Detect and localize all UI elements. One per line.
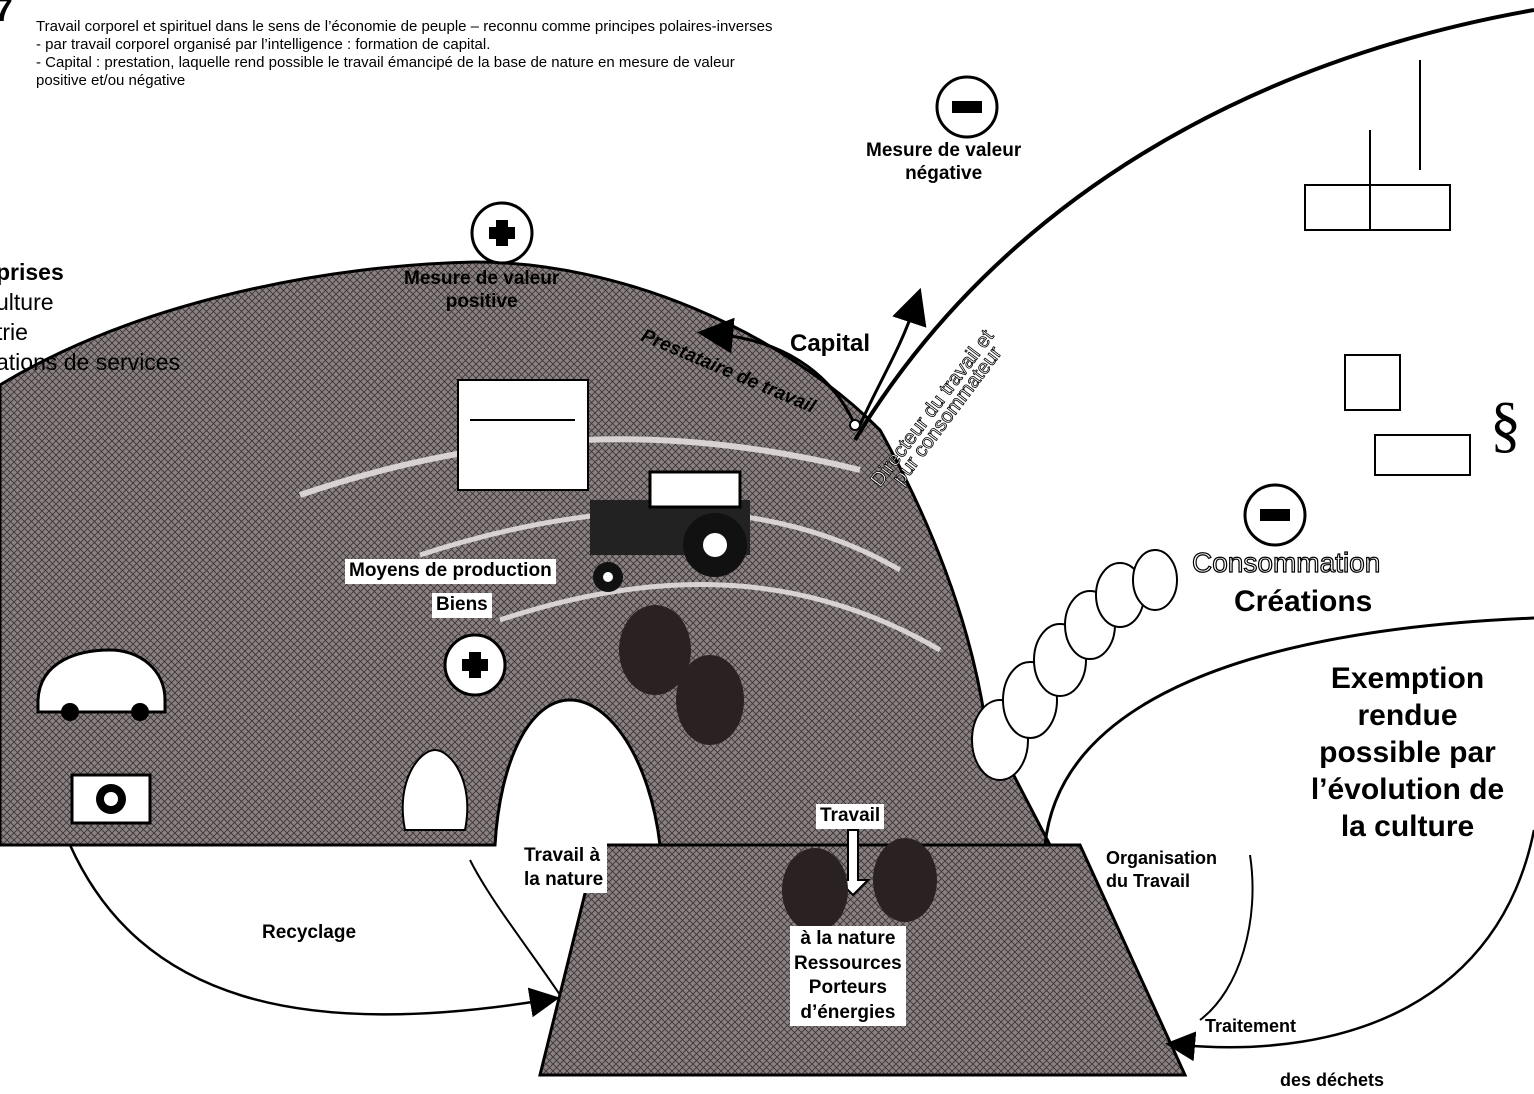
minus-circle-right [1243,483,1307,547]
measure-positive-label: Mesure de valeur positive [404,268,559,314]
means-of-production-label: Moyens de production [345,559,556,584]
sector-item: trie [0,319,28,345]
intro-line: positive et/ou négative [36,72,186,89]
exemption-line: la culture [1340,810,1475,843]
sector-item: ulture [0,289,54,315]
measure-positive-line: positive [445,290,518,312]
exemption-line: possible par [1319,736,1496,769]
exemption-label: Exemption rendue possible par l’évolutio… [1300,660,1515,845]
recycling-label: Recyclage [262,922,357,943]
resources-label: à la nature Ressources Porteurs d’énergi… [790,926,906,1026]
capital-origin-dot [849,419,861,431]
tractor-icon [590,470,750,592]
work-label: Travail [816,804,885,829]
resources-line: d’énergies [800,1001,896,1023]
lower-exemption-arch [1043,616,1534,846]
resources-line: à la nature [800,928,896,949]
upper-consumption-arch [853,8,1534,442]
production-dome [0,260,1053,847]
beehive-icon [401,748,469,831]
sectors-title: prises [0,259,64,285]
resources-line: Ressources [794,952,902,974]
work-nature-label: Travail à la nature [520,843,608,893]
intro-line: - par travail corporel organisé par l’in… [36,36,491,53]
teaching-scene-icon [1344,354,1471,476]
creations-label: Créations [1234,585,1373,618]
consumption-label: Consommation [1191,546,1381,578]
goods-label: Biens [432,593,492,618]
work-nature-line: Travail à [524,845,601,866]
intro-line: - Capital : prestation, laquelle rend po… [36,54,735,71]
organisation-line: du Travail [1106,871,1191,891]
waste-treatment-label: Traitement [1205,1016,1297,1036]
waste-bags-icon [619,605,937,932]
consumption-bags-icon [971,549,1178,781]
recycling-arrow [68,844,560,1018]
capital-arrow-left [697,317,857,426]
figure-number: 7 [0,0,13,29]
waste-arrow [1165,829,1534,1062]
exemption-line: rendue [1357,699,1458,732]
plus-circle-top [470,201,534,265]
organisation-line: Organisation [1106,848,1218,868]
plus-circle-mid [443,633,507,697]
minus-circle-top [935,75,999,139]
car-icon [36,648,167,721]
work-nature-line: la nature [524,869,604,890]
waste-arrow-return [1199,854,1254,1021]
hospital-scene-icon [1304,60,1451,231]
sector-item: ations de services [0,349,181,375]
capital-label: Capital [790,330,871,357]
sectors-list: prises ulture trie ations de services [0,257,180,377]
organisation-label: Organisation du Travail [1106,847,1217,893]
intro-text: Travail corporel et spirituel dans le se… [36,18,773,90]
director-label-line1: Directeur du travail et [866,326,998,491]
measure-negative-line: négative [905,162,983,184]
camera-icon [70,773,152,825]
measure-negative-label: Mesure de valeur négative [866,140,1021,186]
resources-line: Porteurs [808,977,887,998]
machine-icon [457,379,589,491]
exemption-line: Exemption [1330,662,1485,695]
recycling-arrow-return [469,859,561,996]
exemption-line: l’évolution de [1310,773,1505,806]
waste-label: des déchets [1280,1070,1385,1090]
measure-negative-line: Mesure de valeur [866,140,1022,161]
measure-positive-line: Mesure de valeur [404,268,560,289]
paragraph-symbol: § [1490,391,1521,459]
capital-arrow-up [858,287,927,426]
flow-arc-1 [299,436,861,498]
intro-line: Travail corporel et spirituel dans le se… [36,18,773,35]
flow-arc-3 [499,581,942,653]
